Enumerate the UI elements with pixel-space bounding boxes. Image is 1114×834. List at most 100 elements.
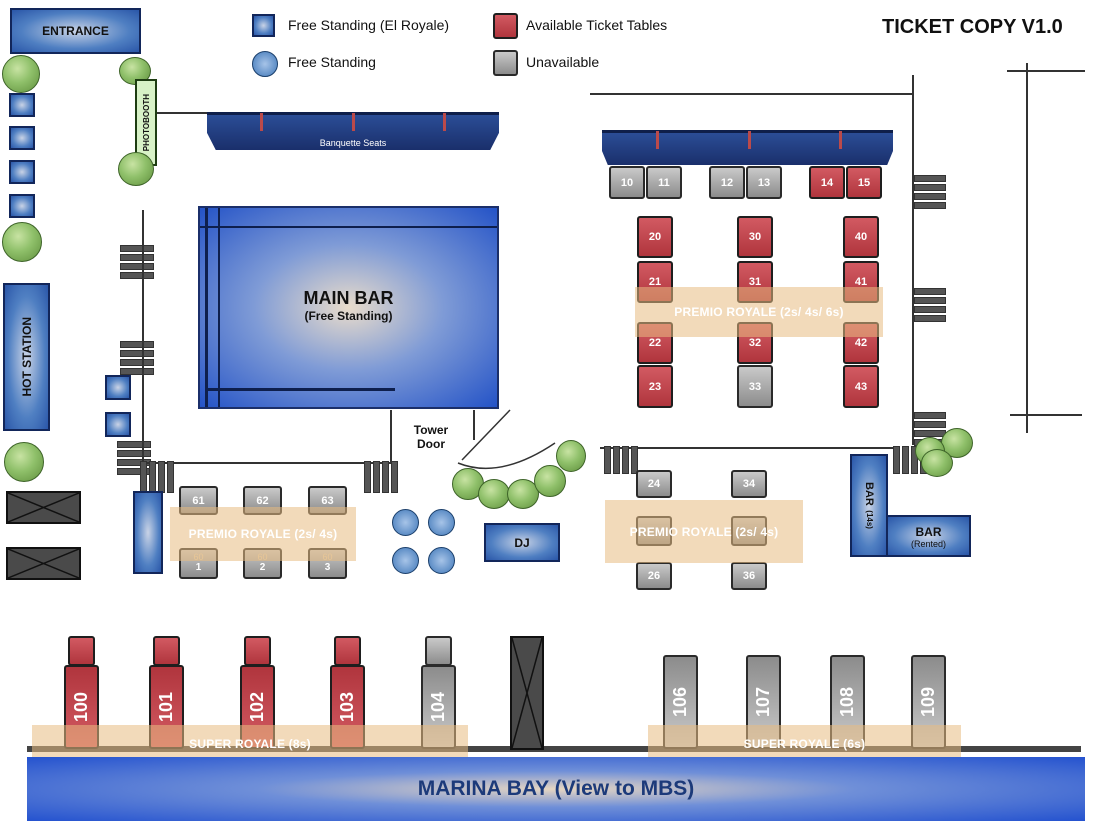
table-number: 63 [321, 494, 334, 507]
wall [1007, 70, 1085, 72]
zone-label: SUPER ROYALE (8s) [189, 737, 311, 751]
crate-icon [510, 636, 544, 750]
table-number: 43 [854, 380, 868, 393]
divider-mark [839, 131, 842, 149]
legend-unavailable: Unavailable [526, 54, 600, 70]
table-24[interactable]: 24 [636, 470, 672, 498]
table-number: 40 [854, 231, 868, 243]
legend-free-standing: Free Standing [288, 54, 376, 70]
table-number: 1 [195, 562, 202, 573]
zone-label: PREMIO ROYALE (2s/ 4s) [188, 527, 338, 541]
stairs-icon [914, 288, 946, 322]
wall [912, 75, 914, 445]
table-number: 42 [854, 337, 868, 349]
stairs-icon [120, 341, 154, 375]
free-standing-circle[interactable] [428, 509, 455, 536]
free-standing-square[interactable] [9, 126, 35, 150]
table-number: 104 [428, 691, 448, 723]
table-30[interactable]: 30 [737, 216, 773, 258]
table-104-top[interactable] [425, 636, 452, 666]
free-standing-counter[interactable] [133, 491, 163, 574]
table-number: 21 [648, 276, 662, 288]
table-23[interactable]: 23 [637, 365, 673, 408]
free-standing-square[interactable] [105, 412, 131, 437]
table-number: 3 [324, 562, 331, 573]
plant-icon [478, 479, 510, 509]
table-number: 23 [648, 380, 662, 393]
tower-door-label-1: Tower [413, 423, 449, 437]
wall [142, 462, 392, 464]
table-20[interactable]: 20 [637, 216, 673, 258]
table-10[interactable]: 10 [609, 166, 645, 199]
table-number: 62 [256, 494, 269, 507]
legend-available-icon [493, 13, 518, 39]
free-standing-square[interactable] [105, 375, 131, 400]
wall [1026, 63, 1028, 433]
table-15[interactable]: 15 [846, 166, 882, 199]
table-number: 36 [742, 570, 756, 582]
zone-super-8s: SUPER ROYALE (8s) [32, 725, 468, 763]
table-43[interactable]: 43 [843, 365, 879, 408]
hot-station-label: HOT STATION [19, 317, 34, 397]
free-standing-circle[interactable] [392, 509, 419, 536]
table-number: 22 [648, 337, 662, 349]
main-bar[interactable]: MAIN BAR (Free Standing) [198, 206, 499, 409]
zone-premio-right: PREMIO ROYALE (2s/ 4s) [605, 500, 803, 563]
table-number: 102 [247, 691, 267, 723]
stairs-icon [120, 245, 154, 279]
main-bar-subtitle: (Free Standing) [304, 309, 393, 323]
table-12[interactable]: 12 [709, 166, 745, 199]
zone-premio-left: PREMIO ROYALE (2s/ 4s) [170, 507, 356, 561]
legend-unavailable-icon [493, 50, 518, 76]
table-100-top[interactable] [68, 636, 95, 666]
table-number: 41 [854, 276, 868, 288]
table-number: 14 [820, 176, 834, 189]
table-number: 61 [192, 494, 205, 507]
tower-door-label-2: Door [417, 437, 445, 451]
free-standing-square[interactable] [9, 194, 35, 218]
dj-booth: DJ [484, 523, 560, 562]
table-40[interactable]: 40 [843, 216, 879, 258]
free-standing-circle[interactable] [428, 547, 455, 574]
crate-icon [6, 547, 81, 580]
free-standing-square[interactable] [9, 160, 35, 184]
table-103-top[interactable] [334, 636, 361, 666]
door-swing [457, 409, 556, 470]
wall [473, 410, 475, 440]
shoreline-line [27, 746, 1081, 752]
wall [157, 112, 207, 114]
stairs-icon [914, 175, 946, 209]
marina-bay-label: MARINA BAY (View to MBS) [417, 777, 695, 800]
plant-icon [556, 440, 586, 472]
divider-mark [352, 113, 355, 131]
table-number: 26 [647, 570, 661, 582]
table-14[interactable]: 14 [809, 166, 845, 199]
table-11[interactable]: 11 [646, 166, 682, 199]
table-number: 32 [748, 337, 762, 349]
divider-mark [748, 131, 751, 149]
table-101-top[interactable] [153, 636, 180, 666]
table-number: 12 [720, 176, 734, 189]
main-bar-title: MAIN BAR [303, 288, 394, 308]
table-36[interactable]: 36 [731, 562, 767, 590]
plant-icon [507, 479, 539, 509]
zone-premio-top: PREMIO ROYALE (2s/ 4s/ 6s) [635, 287, 883, 337]
page-title: TICKET COPY V1.0 [882, 16, 1063, 38]
table-number: 100 [71, 691, 91, 723]
zone-label: PREMIO ROYALE (2s/ 4s/ 6s) [674, 305, 844, 319]
wall [1010, 414, 1082, 416]
zone-label: SUPER ROYALE (6s) [743, 737, 866, 751]
table-34[interactable]: 34 [731, 470, 767, 498]
table-26[interactable]: 26 [636, 562, 672, 590]
table-number: 15 [857, 176, 871, 189]
free-standing-square[interactable] [9, 93, 35, 117]
free-standing-circle[interactable] [392, 547, 419, 574]
plant-icon [4, 442, 44, 482]
plant-icon [534, 465, 566, 497]
bar-14s-label: BAR [863, 482, 875, 506]
table-13[interactable]: 13 [746, 166, 782, 199]
plant-icon [118, 152, 154, 186]
table-33[interactable]: 33 [737, 365, 773, 408]
table-number: 31 [748, 276, 762, 288]
table-102-top[interactable] [244, 636, 271, 666]
